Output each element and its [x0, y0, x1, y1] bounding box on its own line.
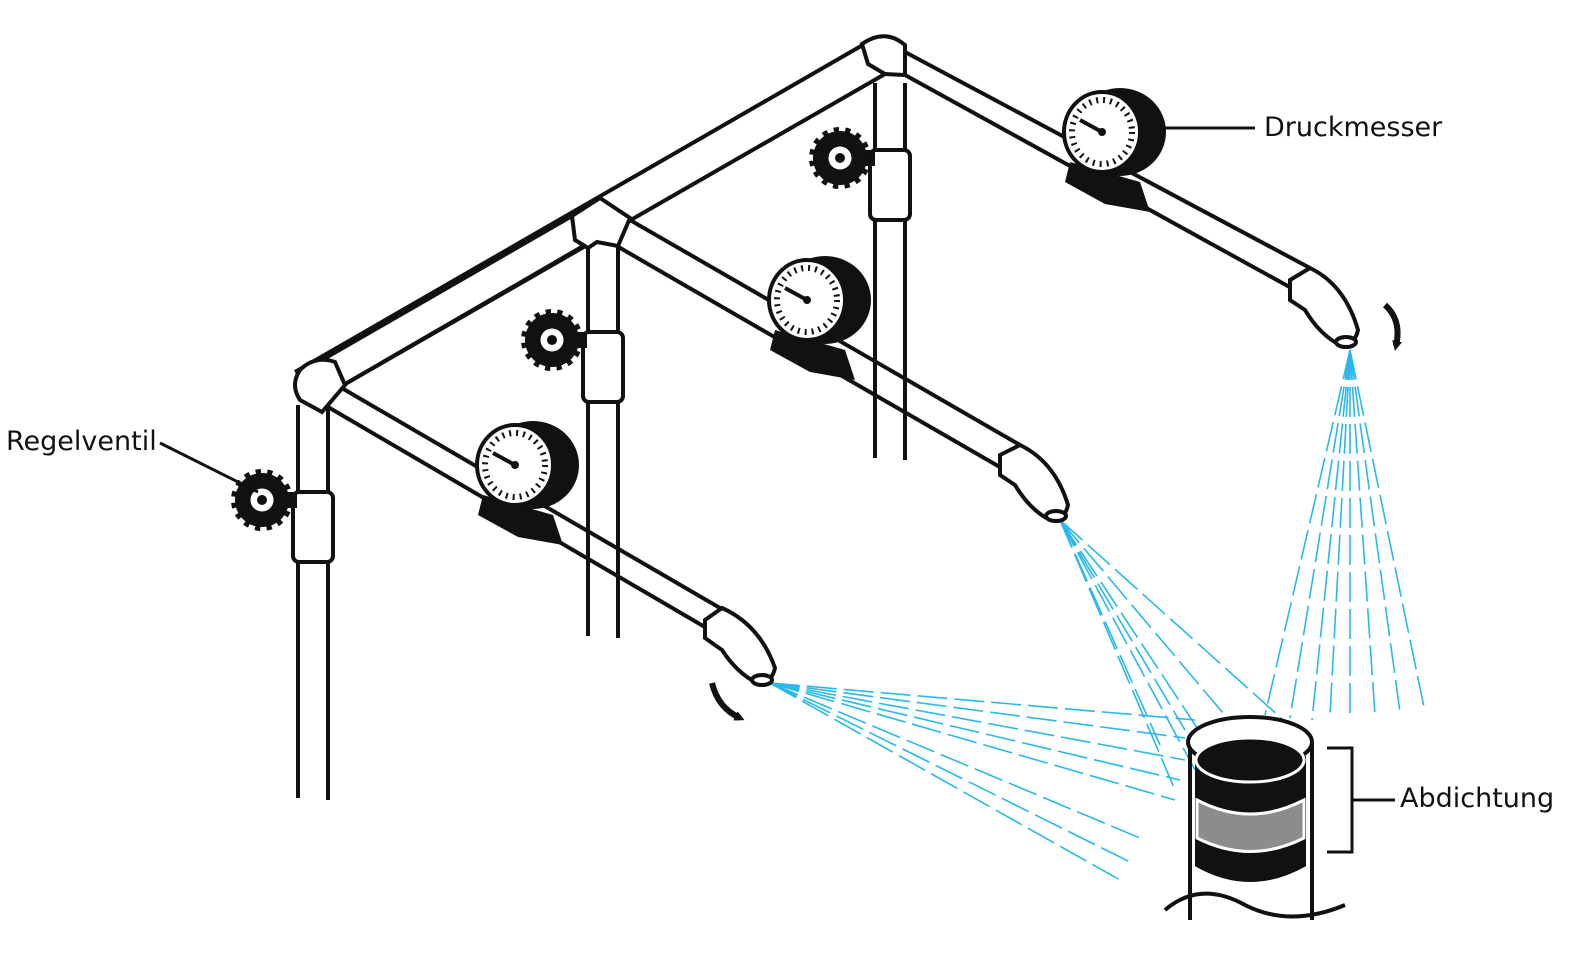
spray-cones [769, 349, 1426, 881]
seal-test-cylinder [1163, 715, 1346, 920]
left-rail-pipe [321, 214, 587, 389]
corner-fitting-front [293, 357, 348, 415]
spray-nozzle-icon [703, 265, 1361, 687]
pipe-fittings [293, 34, 907, 415]
label-druckmesser: Druckmesser [1264, 112, 1443, 143]
label-regelventil: Regelventil [6, 426, 157, 457]
leader-lines [159, 126, 1395, 854]
rotation-arrow-icon [709, 302, 1402, 721]
spray-cone-bottom [769, 682, 1196, 881]
tee-fitting-middle [569, 195, 633, 251]
corner-fitting-back [859, 34, 907, 78]
label-abdichtung: Abdichtung [1400, 783, 1555, 814]
spray-cone-top [1264, 349, 1426, 721]
spray-cone-middle [1059, 519, 1301, 791]
post-sleeves [291, 148, 912, 564]
valve-handwheel-icon [231, 127, 875, 531]
pressure-gauge-icon [475, 88, 1166, 545]
